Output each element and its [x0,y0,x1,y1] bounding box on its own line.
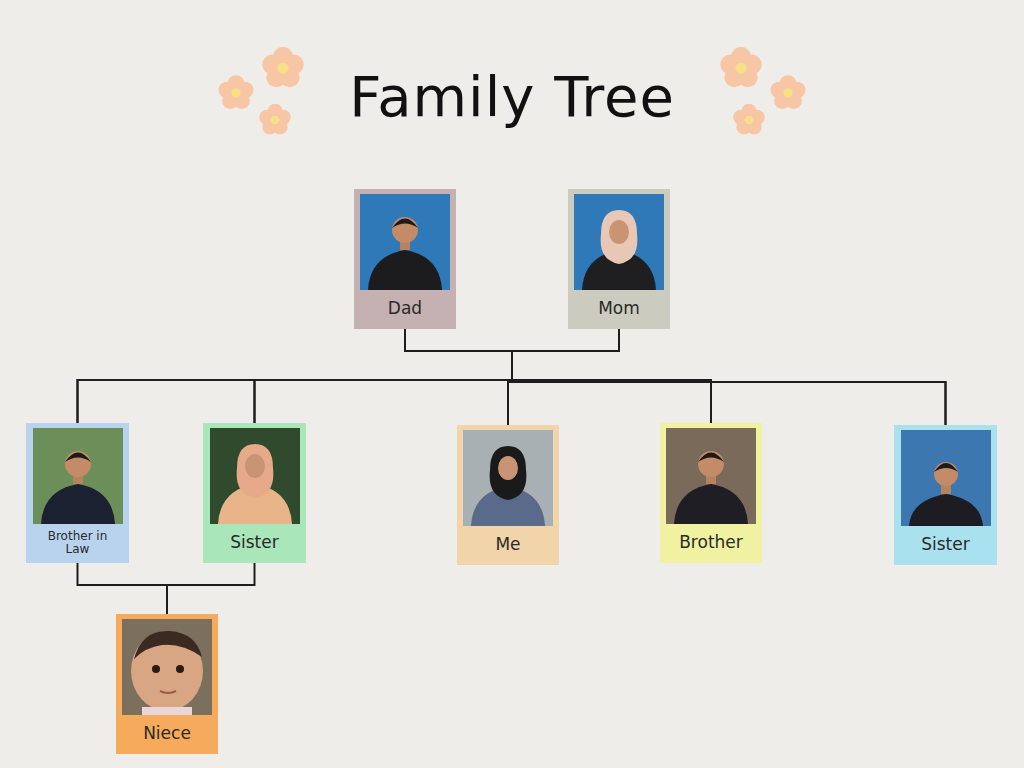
tree-connector [405,329,711,423]
label-area: Brother in Law [32,524,123,563]
tree-connector [508,329,619,425]
label-area: Dad [386,290,424,329]
tree-connector [78,329,620,423]
sister-card: Sister [203,423,306,563]
person-label: Sister [921,534,970,554]
niece-card: Niece [116,614,218,754]
tree-connector [405,329,946,425]
label-area: Sister [228,524,281,563]
tree-connector [405,329,512,425]
tree-connector [78,563,168,614]
label-area: Niece [141,715,193,754]
label-area: Mom [596,290,642,329]
me-card: Me [457,425,559,565]
sister-card: Sister [894,425,997,565]
tree-connector [512,329,946,425]
label-area: Me [493,526,522,565]
person-label: Dad [388,298,422,318]
tree-connector [512,329,711,423]
person-label: Mom [598,298,640,318]
person-label: Brother [679,532,743,552]
tree-connector [167,563,255,614]
brother-card: Brother [660,423,762,563]
tree-connector [255,329,513,423]
portrait-illustration [574,194,664,290]
label-area: Sister [919,526,972,565]
portrait-illustration [360,194,450,290]
brother-in-law-card: Brother in Law [26,423,129,563]
tree-connector [78,329,513,423]
portrait-illustration [210,428,300,524]
mom-card: Mom [568,189,670,329]
person-label: Niece [143,723,191,743]
portrait-illustration [122,619,212,715]
diagram-title: Family Tree [0,66,1024,128]
portrait-illustration [901,430,991,526]
person-label: Me [495,534,520,554]
person-label: Sister [230,532,279,552]
portrait-illustration [666,428,756,524]
tree-connector [255,329,620,423]
portrait-illustration [33,428,123,524]
dad-card: Dad [354,189,456,329]
portrait-illustration [463,430,553,526]
label-area: Brother [677,524,745,563]
person-label: Brother in Law [34,530,121,555]
